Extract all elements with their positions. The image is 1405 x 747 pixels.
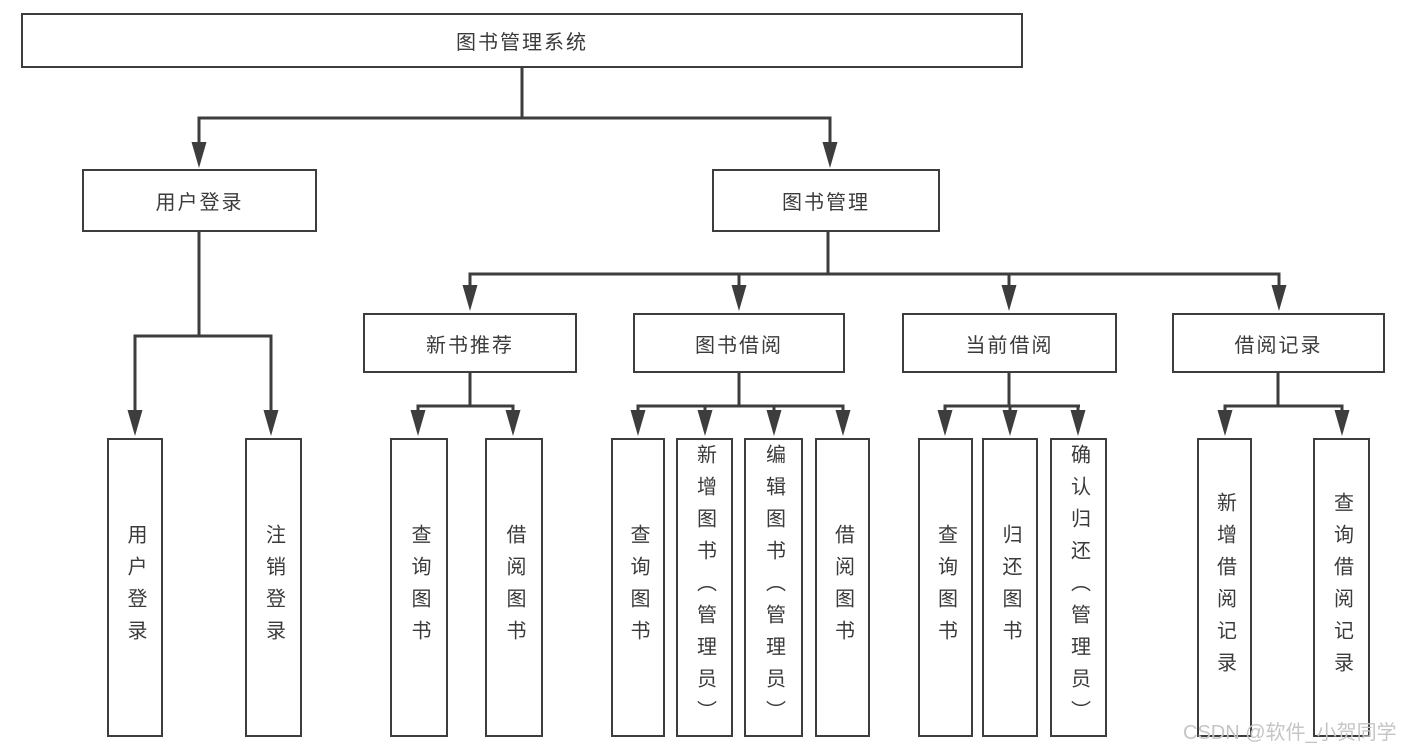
node-add-books-admin: 新增图书（管理员） [676,438,733,737]
node-label-borrow-books-recommend: 借阅图书 [503,523,525,652]
node-new-book-recommend: 新书推荐 [363,313,577,373]
node-user-login-action: 用户登录 [107,438,163,737]
connector-borrow-records-children [1217,373,1350,436]
connector-current-borrow-children [937,373,1086,436]
node-return-books: 归还图书 [982,438,1038,737]
node-query-borrow-record: 查询借阅记录 [1313,438,1370,737]
node-book-management: 图书管理 [712,169,940,232]
node-label-user-login-action: 用户登录 [124,523,146,652]
node-query-books-borrow: 查询图书 [611,438,665,737]
csdn-watermark: CSDN @软件_小贺同学 [1183,722,1397,744]
node-label-query-books-current: 查询图书 [934,523,957,652]
node-label-new-book-recommend: 新书推荐 [426,334,514,357]
node-label-confirm-return-admin: 确认归还（管理员） [1067,443,1090,732]
node-borrow-books-action: 借阅图书 [815,438,870,737]
node-label-library-system: 图书管理系统 [456,32,588,54]
connector-book-borrow-children [630,373,851,436]
node-label-add-borrow-record: 新增借阅记录 [1213,491,1236,684]
node-label-borrow-books-action: 借阅图书 [831,523,854,652]
node-label-query-borrow-record: 查询借阅记录 [1330,491,1353,684]
node-confirm-return-admin: 确认归还（管理员） [1050,438,1107,737]
node-label-add-books-admin: 新增图书（管理员） [693,443,716,732]
node-book-borrow: 图书借阅 [633,313,845,373]
node-label-query-books-recommend: 查询图书 [408,523,430,652]
node-label-book-borrow: 图书借阅 [695,334,783,357]
node-label-borrow-records: 借阅记录 [1234,334,1323,357]
node-query-books-recommend: 查询图书 [390,438,448,737]
node-add-borrow-record: 新增借阅记录 [1197,438,1252,737]
node-label-query-books-borrow: 查询图书 [627,523,649,652]
node-label-current-borrow: 当前借阅 [965,334,1054,357]
node-edit-books-admin: 编辑图书（管理员） [744,438,803,737]
node-user-login: 用户登录 [82,169,317,232]
node-label-return-books: 归还图书 [999,523,1021,652]
node-current-borrow: 当前借阅 [902,313,1117,373]
node-label-edit-books-admin: 编辑图书（管理员） [762,443,785,732]
node-label-book-management: 图书管理 [782,192,870,214]
connector-user-login-children [127,232,279,436]
node-borrow-books-recommend: 借阅图书 [485,438,543,737]
node-query-books-current: 查询图书 [918,438,973,737]
connector-root-to-level2 [191,68,838,168]
node-library-system: 图书管理系统 [21,13,1023,68]
node-logout-action: 注销登录 [245,438,302,737]
node-label-logout-action: 注销登录 [262,523,285,652]
connector-new-book-recommend-children [410,373,521,436]
node-label-user-login: 用户登录 [155,192,244,214]
connector-book-management-children [462,232,1287,311]
node-borrow-records: 借阅记录 [1172,313,1385,373]
